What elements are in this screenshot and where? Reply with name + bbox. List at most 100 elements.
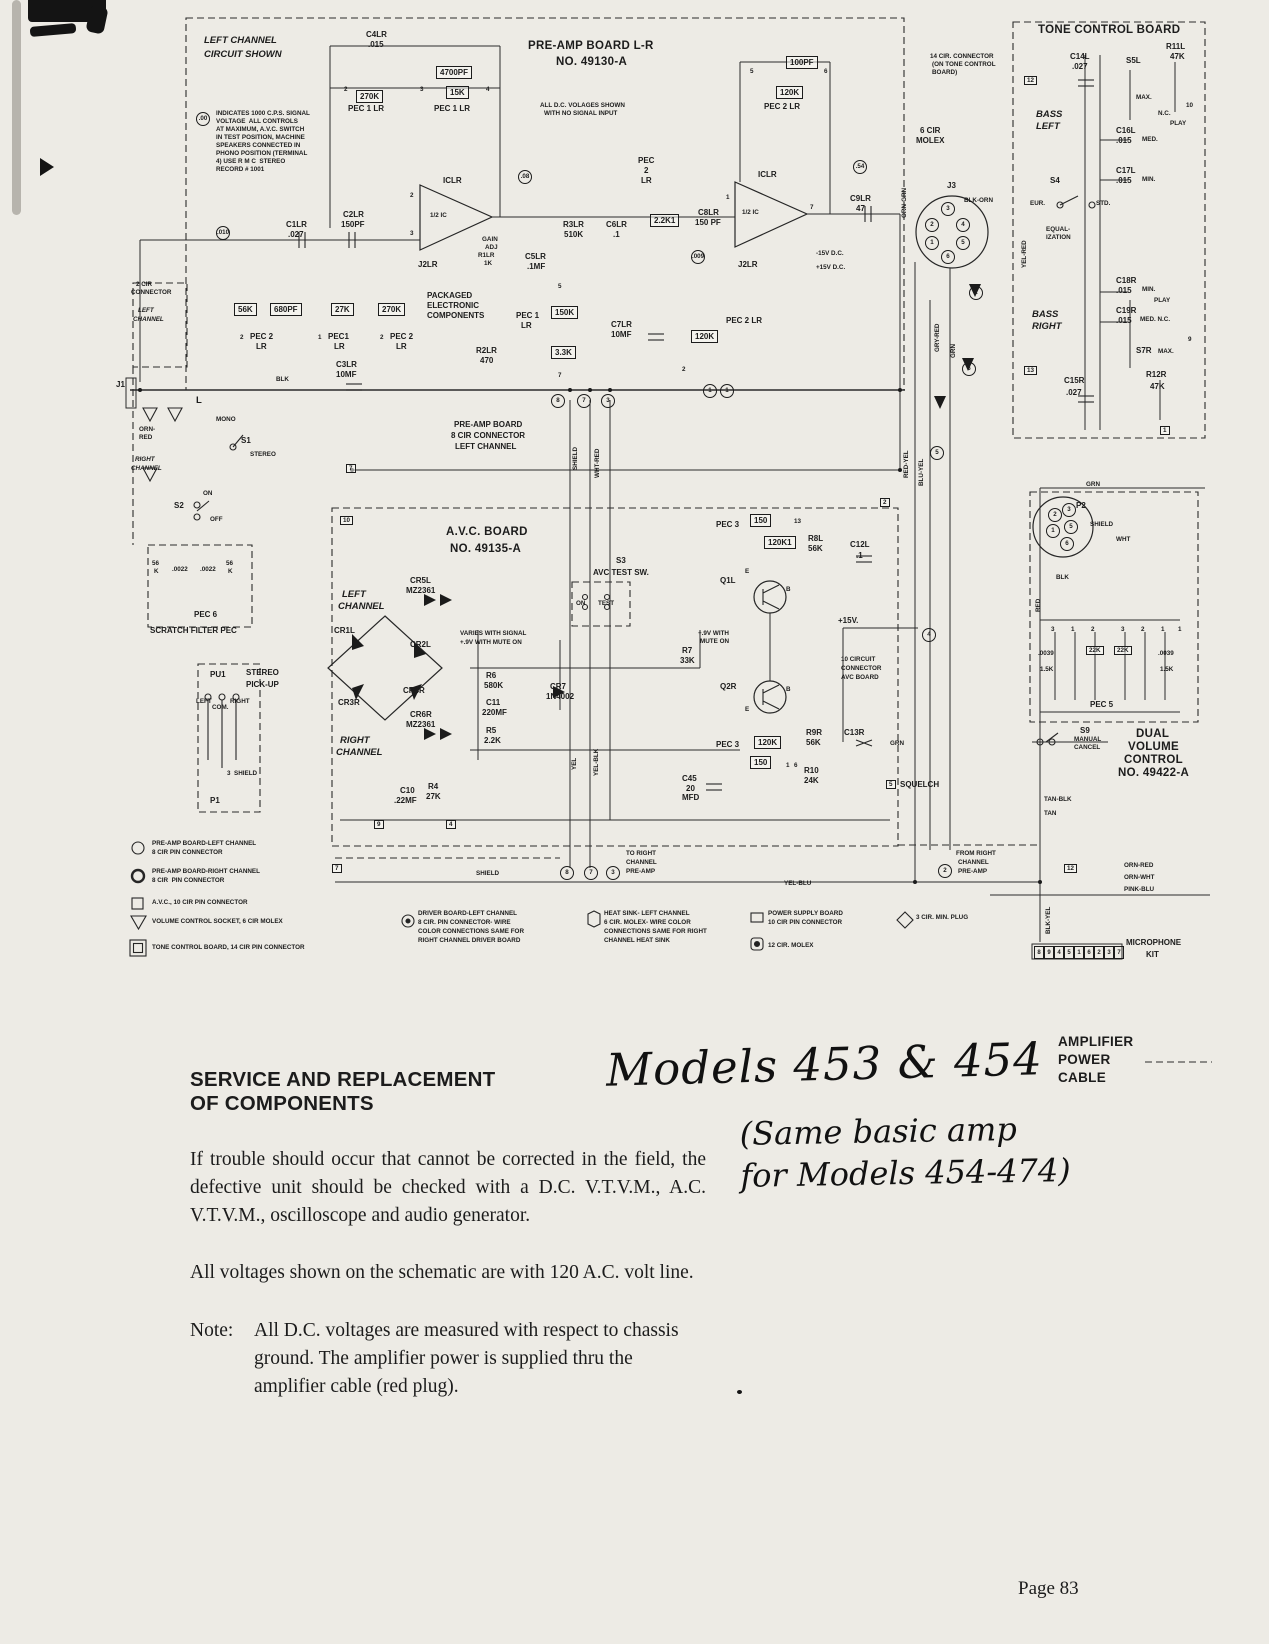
schematic-label: ELECTRONIC <box>427 301 479 310</box>
schematic-label: 4 <box>446 820 456 830</box>
schematic-label: 27K <box>426 792 441 801</box>
schematic-label: 9 <box>374 820 384 830</box>
schematic-label: C18R <box>1116 276 1137 285</box>
schematic-label: P2 <box>1076 501 1086 510</box>
schematic-label: TEST <box>598 600 615 607</box>
schematic-label: 9 <box>1188 336 1192 343</box>
section-heading-line2: OF COMPONENTS <box>190 1092 374 1116</box>
schematic-label: LEFT <box>1036 121 1060 132</box>
schematic-label: 1 <box>726 194 730 201</box>
schematic-label: C1LR <box>286 220 307 229</box>
schematic-label: ORN- <box>139 426 156 433</box>
schematic-label: 10 <box>340 516 354 526</box>
schematic-label: CANCEL <box>1074 744 1101 751</box>
schematic-label: SPEAKERS CONNECTED IN <box>216 142 301 149</box>
schematic-label: PEC 3 <box>716 740 740 749</box>
schematic-label: R8L <box>808 534 824 543</box>
schematic-label: BOARD) <box>932 69 958 76</box>
schematic-label: 8 <box>1034 946 1044 959</box>
schematic-label: PRE-AMP BOARD L-R <box>528 40 654 52</box>
schematic-label: 33K <box>680 656 695 665</box>
schematic-label: CHANNEL HEAT SINK <box>604 937 670 944</box>
schematic-label: S9 <box>1080 726 1090 735</box>
schematic-label: SCRATCH FILTER PEC <box>150 626 237 635</box>
schematic-label: 2 <box>682 366 686 373</box>
schematic-label: NO. 49422-A <box>1118 767 1190 779</box>
scan-artifact <box>40 158 54 176</box>
schematic-label: .027 <box>288 230 304 239</box>
schematic-label: 47 <box>856 204 865 213</box>
amplifier-power-cable-label: AMPLIFIER POWER CABLE <box>1058 1033 1133 1088</box>
schematic-label: COLOR CONNECTIONS SAME FOR <box>418 928 524 935</box>
schematic-label: PEC 2 <box>250 332 274 341</box>
schematic-label: PLAY <box>1154 297 1171 304</box>
section-heading: SERVICE AND REPLACEMENT OF COMPONENTS <box>190 1068 706 1116</box>
scan-artifact <box>28 0 106 22</box>
schematic-label: TONE CONTROL BOARD <box>1038 24 1181 36</box>
schematic-label: STD. <box>1096 200 1111 207</box>
schematic-label: 2 <box>880 498 890 508</box>
schematic-label: IZATION <box>1046 234 1071 241</box>
schematic-label: 7 <box>584 866 598 880</box>
schematic-label: 4 <box>922 628 936 642</box>
schematic-label: 47K <box>1150 382 1165 391</box>
schematic-label: CONNECTIONS SAME FOR RIGHT <box>604 928 707 935</box>
schematic-label: 1 <box>786 762 790 769</box>
schematic-label: CONNECTOR <box>841 665 882 672</box>
schematic-label: 2.2K1 <box>650 214 680 228</box>
schematic-label: CHANNEL <box>626 859 657 866</box>
schematic-label: 6 <box>941 250 955 264</box>
schematic-label: PEC 1 LR <box>434 104 471 113</box>
schematic-label: R2LR <box>476 346 497 355</box>
schematic-label: .015 <box>1116 176 1132 185</box>
schematic-label: FROM RIGHT <box>956 850 996 857</box>
schematic-label: 4700PF <box>436 66 473 80</box>
schematic-label: 1 <box>703 384 717 398</box>
schematic-label: 56K <box>806 738 821 747</box>
schematic-label: C16L <box>1116 126 1136 135</box>
schematic-label: PICK-UP <box>246 680 279 689</box>
schematic-label: 2 <box>1141 626 1145 633</box>
schematic-label: MAX. <box>1136 94 1152 101</box>
schematic-label: C19R <box>1116 306 1137 315</box>
schematic-label: .22MF <box>394 796 417 805</box>
schematic-label: .0022 <box>200 566 216 573</box>
schematic-label: 8 CIR CONNECTOR <box>451 431 526 440</box>
board-outlines <box>132 17 1212 1063</box>
schematic-label: LEFT <box>138 307 154 314</box>
handwritten-note-line2: for Models 454-474) <box>740 1151 1071 1196</box>
schematic-label: +15V. <box>838 616 859 625</box>
schematic-label: PRE-AMP BOARD-LEFT CHANNEL <box>152 840 257 847</box>
schematic-label: .0022 <box>172 566 188 573</box>
schematic-label: +15V D.C. <box>816 264 846 271</box>
schematic-label: R10 <box>804 766 819 775</box>
schematic-label: S2 <box>174 501 184 510</box>
schematic-label: BLK-ORN <box>964 197 994 204</box>
schematic-label: 13 <box>1024 366 1038 376</box>
schematic-label: AVC TEST SW. <box>593 568 649 577</box>
schematic-label: PEC 2 LR <box>726 316 763 325</box>
schematic-label: WHT <box>1116 536 1131 543</box>
schematic-label: .015 <box>1116 136 1132 145</box>
schematic-label: C12L <box>850 540 870 549</box>
schematic-label: 2 CIR <box>136 281 153 288</box>
schematic-label: ORN-WHT <box>1124 874 1155 881</box>
body-paragraph-1: If trouble should occur that cannot be c… <box>190 1149 706 1226</box>
schematic-label: CONTROL <box>1124 754 1183 766</box>
schematic-label: 3 <box>410 230 414 237</box>
schematic-label: 4 <box>956 218 970 232</box>
schematic-label: BLU-YEL <box>918 458 925 486</box>
schematic-label: .0039 <box>1038 650 1054 657</box>
schematic-label: 5 <box>1064 520 1078 534</box>
schematic-label: IN TEST POSITION, MACHINE <box>216 134 305 141</box>
schematic-label: EUR. <box>1030 200 1046 207</box>
schematic-label: A.V.C. BOARD <box>446 526 528 538</box>
schematic-label: C45 <box>682 774 697 783</box>
schematic-label: 7 <box>1114 946 1124 959</box>
schematic-label: RECORD # 1001 <box>216 166 265 173</box>
schematic-label: R9R <box>806 728 823 737</box>
schematic-label: 2 <box>344 86 348 93</box>
schematic-label: S3 <box>616 556 626 565</box>
schematic-label: 1 <box>1161 626 1165 633</box>
schematic-label: C10 <box>400 786 415 795</box>
